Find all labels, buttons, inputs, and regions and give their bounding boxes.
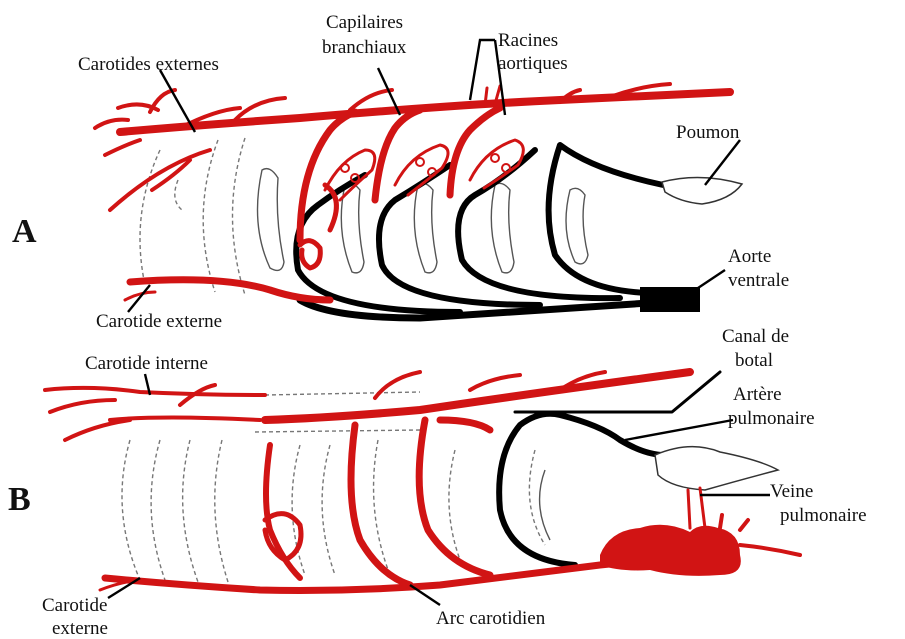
panel-a-letter: A bbox=[12, 213, 37, 250]
label-artere-line1: Artère bbox=[733, 384, 782, 405]
label-racines-line2: aortiques bbox=[498, 53, 568, 74]
label-canal-line2: botal bbox=[735, 350, 773, 371]
label-carotides-externes: Carotides externes bbox=[78, 54, 219, 75]
label-artere-line2: pulmonaire bbox=[728, 408, 815, 429]
panel-a-red-vessels bbox=[95, 84, 730, 300]
lung-a bbox=[662, 177, 742, 204]
lung-b bbox=[655, 447, 778, 490]
label-poumon: Poumon bbox=[676, 122, 740, 143]
label-aorte-line2: ventrale bbox=[728, 270, 789, 291]
label-capillaires-line1: Capilaires bbox=[326, 12, 403, 33]
label-canal-line1: Canal de bbox=[722, 326, 789, 347]
label-carotide-externe-b-line1: Carotide bbox=[42, 595, 107, 616]
label-veine-line2: pulmonaire bbox=[780, 505, 867, 526]
label-racines-line1: Racines bbox=[498, 30, 558, 51]
panel-b: B Carotide interne Canal de botal Artère… bbox=[8, 326, 867, 639]
panel-a: A Carotides externes Capilaires branchia… bbox=[12, 12, 789, 332]
label-veine-line1: Veine bbox=[770, 481, 813, 502]
label-carotide-interne: Carotide interne bbox=[85, 353, 208, 374]
label-aorte-line1: Aorte bbox=[728, 246, 771, 267]
label-carotide-externe-a: Carotide externe bbox=[96, 311, 222, 332]
label-arc-carotidien: Arc carotidien bbox=[436, 608, 546, 629]
panel-b-letter: B bbox=[8, 481, 31, 518]
label-carotide-externe-b-line2: externe bbox=[52, 618, 108, 639]
label-capillaires-line2: branchiaux bbox=[322, 37, 407, 58]
